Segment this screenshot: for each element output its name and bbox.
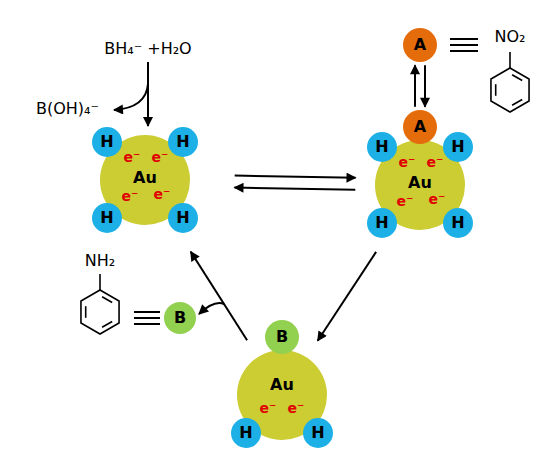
gold-particle: e⁻e⁻Aue⁻e⁻HHHH — [100, 135, 190, 225]
benzene-ring — [81, 290, 119, 334]
atom-label: H — [239, 424, 252, 442]
product-circle: B — [265, 320, 299, 354]
atom-label: H — [375, 138, 388, 156]
bond-line — [99, 274, 101, 290]
reaction-arrow — [235, 176, 356, 178]
atom-label: A — [414, 118, 426, 136]
hydrogen-atom: H — [92, 203, 122, 233]
electron-label: e⁻ — [260, 401, 277, 416]
electron-label: e⁻ — [124, 150, 141, 165]
reagent-label: BH₄⁻ +H₂O — [104, 40, 191, 58]
atom-label: Au — [270, 376, 294, 394]
atom-label: Au — [133, 169, 157, 187]
group-label: NH₂ — [85, 252, 115, 270]
electron-label: e⁻ — [427, 155, 444, 170]
group-label: NO₂ — [495, 28, 526, 46]
reaction-arrow — [235, 188, 356, 190]
hydrogen-atom: H — [443, 208, 473, 238]
electron-label: e⁻ — [152, 150, 169, 165]
atom-label: H — [100, 133, 113, 151]
electron-label: e⁻ — [429, 192, 446, 207]
benzene-ring — [491, 68, 529, 112]
reactant-circle: A — [403, 110, 437, 144]
atom-label: H — [176, 133, 189, 151]
atom-label: Au — [408, 174, 432, 192]
atom-label: H — [375, 214, 388, 232]
reaction-arrow — [318, 252, 376, 341]
byproduct-arrow — [114, 84, 148, 110]
atom-label: H — [451, 214, 464, 232]
hydrogen-atom: H — [168, 203, 198, 233]
atom-label: B — [276, 328, 288, 346]
gold-particle: e⁻e⁻Aue⁻e⁻AHHHH — [375, 140, 465, 230]
electron-label: e⁻ — [154, 187, 171, 202]
gold-particle: Aue⁻e⁻BHH — [237, 350, 327, 440]
electron-label: e⁻ — [122, 189, 139, 204]
release-arrow — [199, 303, 224, 314]
hydrogen-atom: H — [92, 127, 122, 157]
atom-label: H — [451, 138, 464, 156]
product-circle: B — [164, 302, 196, 334]
atom-label: H — [176, 209, 189, 227]
byproduct-label: B(OH)₄⁻ — [36, 100, 99, 118]
hydrogen-atom: H — [303, 418, 333, 448]
atom-label: B — [174, 309, 186, 327]
hydrogen-atom: H — [367, 208, 397, 238]
hydrogen-atom: H — [231, 418, 261, 448]
electron-label: e⁻ — [288, 401, 305, 416]
equivalence-sign — [450, 39, 478, 51]
bond-line — [509, 52, 511, 68]
electron-label: e⁻ — [399, 155, 416, 170]
hydrogen-atom: H — [367, 132, 397, 162]
atom-label: A — [414, 36, 426, 54]
reaction-arrow — [191, 252, 247, 341]
reagent-arrow — [147, 62, 149, 126]
reactant-circle: A — [403, 28, 437, 62]
reaction-arrow — [414, 65, 416, 107]
hydrogen-atom: H — [443, 132, 473, 162]
equivalence-sign — [134, 312, 160, 324]
atom-label: H — [100, 209, 113, 227]
reaction-arrow — [424, 65, 426, 107]
atom-label: H — [311, 424, 324, 442]
hydrogen-atom: H — [168, 127, 198, 157]
electron-label: e⁻ — [397, 194, 414, 209]
